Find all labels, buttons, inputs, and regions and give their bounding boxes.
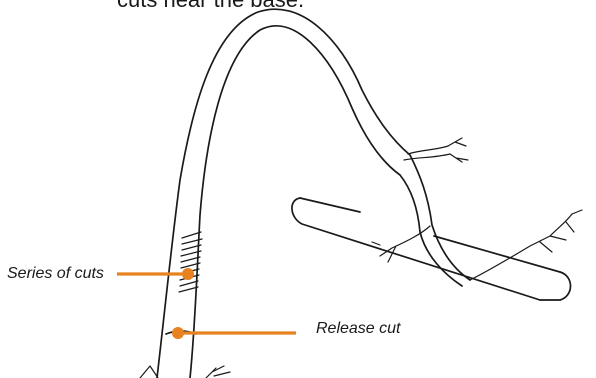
series-of-cuts-label: Series of cuts xyxy=(7,265,104,283)
stake xyxy=(292,198,571,300)
side-shoot-upper xyxy=(404,138,468,162)
base-roots xyxy=(140,366,230,378)
arched-stem xyxy=(157,9,470,378)
release-cut-label: Release cut xyxy=(316,320,401,338)
release-cut-leader-dot xyxy=(172,327,184,339)
series-of-cuts-leader-dot xyxy=(182,268,194,280)
